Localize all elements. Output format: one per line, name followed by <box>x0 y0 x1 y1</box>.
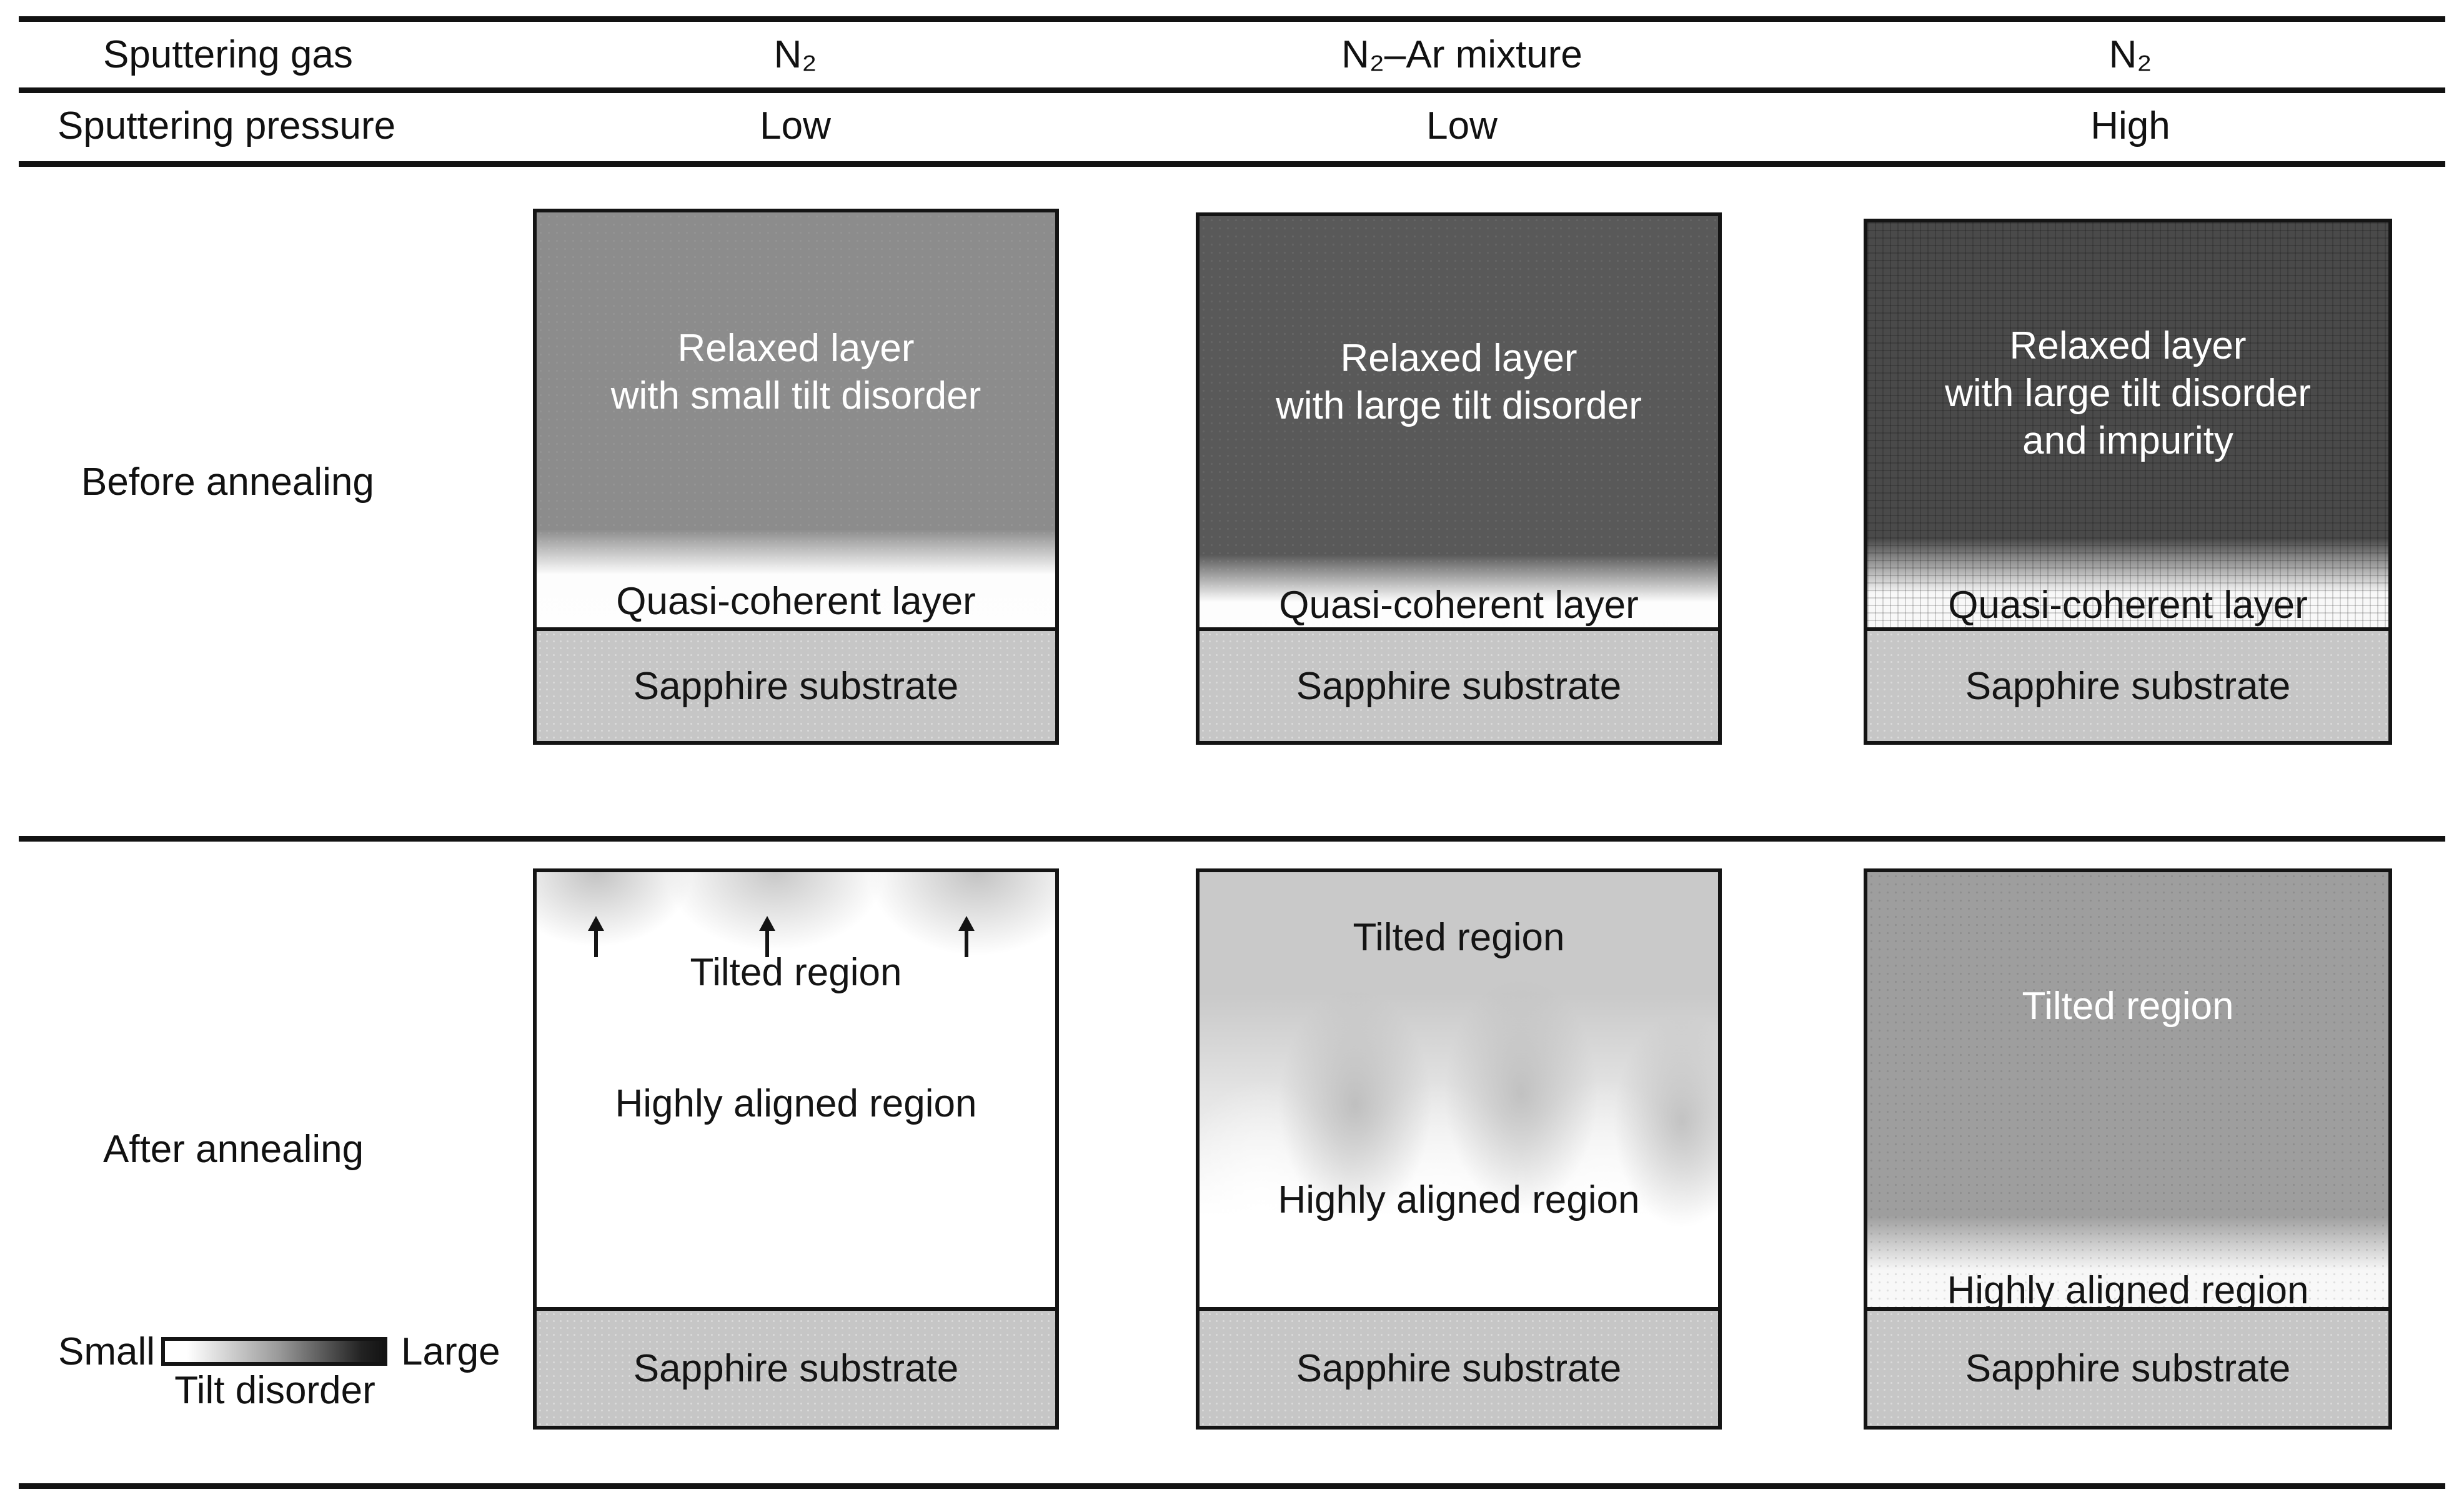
panel-after-n2ar-low: Tilted region Highly aligned region Sapp… <box>1196 868 1722 1430</box>
tilt-arrow-icon <box>587 916 605 957</box>
relaxed-layer-label: Relaxed layer with large tilt disorder <box>1276 337 1642 427</box>
panel-before-n2-high: Relaxed layer with large tilt disorder a… <box>1864 219 2392 745</box>
quasi-coherent-layer-label: Quasi-coherent layer <box>1948 584 2308 627</box>
rule-under-gas-row <box>19 87 2445 93</box>
rule-top <box>19 16 2445 22</box>
panel-after-n2-high: Tilted region Highly aligned region Sapp… <box>1864 868 2392 1430</box>
header-pressure-col3: High <box>2090 104 2170 147</box>
header-pressure-col1: Low <box>760 104 831 147</box>
header-gas-label: Sputtering gas <box>103 33 353 76</box>
relaxed-layer-label: Relaxed layer with small tilt disorder <box>610 327 981 417</box>
panel-after-n2-low: Tilted region Highly aligned region Sapp… <box>533 868 1059 1430</box>
sapphire-substrate-label: Sapphire substrate <box>1965 1346 2291 1390</box>
legend-caption: Tilt disorder <box>174 1369 375 1412</box>
tilted-region-label: Tilted region <box>1353 916 1565 959</box>
sapphire-substrate: Sapphire substrate <box>537 627 1055 741</box>
legend-small-label: Small <box>57 1330 155 1373</box>
highly-aligned-region-label: Highly aligned region <box>615 1082 977 1125</box>
quasi-coherent-layer-label: Quasi-coherent layer <box>616 580 976 623</box>
tilted-region-label: Tilted region <box>2022 985 2234 1028</box>
tilt-arrow-icon <box>957 916 976 957</box>
sapphire-substrate-label: Sapphire substrate <box>633 1346 959 1390</box>
sapphire-substrate: Sapphire substrate <box>537 1307 1055 1426</box>
quasi-coherent-layer-label: Quasi-coherent layer <box>1279 584 1639 627</box>
sapphire-substrate: Sapphire substrate <box>1200 627 1718 741</box>
rule-middle <box>19 836 2445 842</box>
highly-aligned-region-label: Highly aligned region <box>1947 1269 2309 1312</box>
row-label-after-annealing: After annealing <box>103 1128 364 1171</box>
panel-before-n2ar-low: Relaxed layer with large tilt disorder Q… <box>1196 212 1722 745</box>
tilt-arrow-icon <box>758 916 777 957</box>
sapphire-substrate: Sapphire substrate <box>1867 1307 2388 1426</box>
header-pressure-label: Sputtering pressure <box>57 104 396 147</box>
header-gas-col3: N₂ <box>2109 33 2152 76</box>
rule-under-pressure-row <box>19 161 2445 167</box>
sapphire-substrate-label: Sapphire substrate <box>1965 664 2291 708</box>
sapphire-substrate: Sapphire substrate <box>1867 627 2388 741</box>
highly-aligned-region-label: Highly aligned region <box>1278 1178 1640 1221</box>
sapphire-substrate-label: Sapphire substrate <box>633 664 959 708</box>
header-gas-col2: N₂–Ar mixture <box>1341 33 1582 76</box>
relaxed-layer-label: Relaxed layer with large tilt disorder a… <box>1945 324 2311 462</box>
sapphire-substrate-label: Sapphire substrate <box>1296 1346 1622 1390</box>
sapphire-substrate-label: Sapphire substrate <box>1296 664 1622 708</box>
rule-bottom <box>19 1483 2445 1489</box>
tilt-disorder-gradient-bar <box>161 1337 387 1366</box>
header-gas-col1: N₂ <box>773 33 817 76</box>
row-label-before-annealing: Before annealing <box>81 460 374 504</box>
panel-before-n2-low: Relaxed layer with small tilt disorder Q… <box>533 209 1059 745</box>
tilted-region-label: Tilted region <box>690 951 902 994</box>
sapphire-substrate: Sapphire substrate <box>1200 1307 1718 1426</box>
legend-large-label: Large <box>401 1330 500 1373</box>
header-pressure-col2: Low <box>1426 104 1498 147</box>
